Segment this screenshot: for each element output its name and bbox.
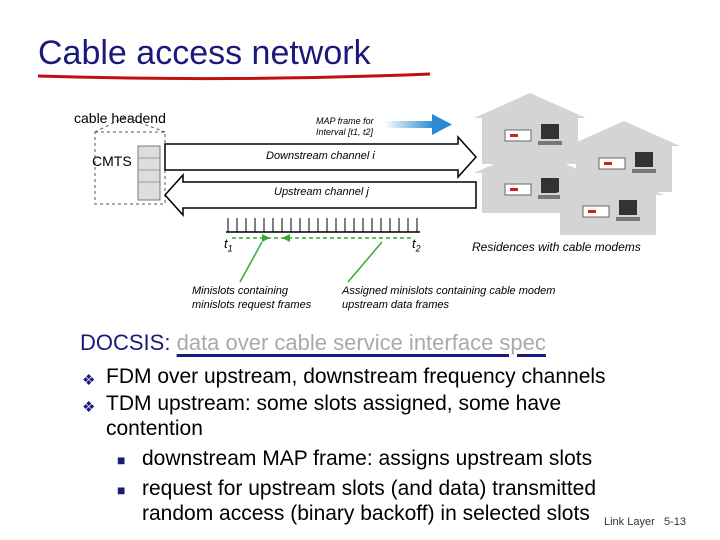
headend-box (94, 131, 166, 205)
square-bullet-icon: ■ (117, 482, 126, 498)
data-slots-pointer (347, 241, 383, 283)
slide-title: Cable access network (38, 34, 371, 72)
title-underline (37, 72, 431, 81)
minislot-timeline (226, 218, 420, 233)
minislots-request-line2: minislots request frames (192, 299, 312, 311)
docsis-line: DOCSIS: data over cable service interfac… (80, 330, 546, 356)
t1-text: t (224, 236, 228, 251)
square-bullet-icon: ■ (117, 452, 126, 468)
house-4 (552, 170, 664, 235)
map-arrow-shaft (384, 121, 434, 128)
headend-label: cable headend (74, 110, 166, 126)
sub-bullet-request-continued: random access (binary backoff) in select… (142, 502, 590, 525)
upstream-label: Upstream channel j (274, 186, 369, 198)
cmts-label: CMTS (92, 153, 132, 169)
residences-label: Residences with cable modems (472, 240, 641, 254)
assigned-minislots-line2: upstream data frames (342, 299, 449, 311)
downstream-arrow (164, 135, 478, 179)
docsis-heading: DOCSIS: (80, 330, 171, 355)
request-slots-pointer (239, 241, 263, 283)
bullet-fdm: FDM over upstream, downstream frequency … (106, 365, 606, 388)
sub-bullet-map-frame: downstream MAP frame: assigns upstream s… (142, 447, 593, 470)
upstream-arrow (163, 173, 477, 217)
map-frame-label-line2: Interval [t1, t2] (316, 127, 374, 137)
minislots-request-label: Minislots containing minislots request f… (192, 284, 311, 312)
bullet-marker-icon: ❖ (82, 372, 96, 389)
t2-subscript: 2 (415, 243, 421, 254)
map-frame-label-line1: MAP frame for (316, 116, 374, 126)
downstream-label: Downstream channel i (266, 150, 375, 162)
docsis-expansion: data over cable service interface spec (176, 330, 546, 355)
t2-label: t2 (412, 236, 421, 254)
assigned-minislots-label: Assigned minislots containing cable mode… (342, 284, 555, 312)
bullet-tdm: TDM upstream: some slots assigned, some … (106, 392, 562, 415)
t2-text: t (412, 236, 416, 251)
footer-label: Link Layer (604, 516, 655, 528)
cmts-rack (137, 145, 161, 201)
minislots-request-line1: Minislots containing (192, 285, 288, 297)
t1-label: t1 (224, 236, 233, 254)
map-frame-label: MAP frame for Interval [t1, t2] (316, 116, 374, 138)
sub-bullet-request: request for upstream slots (and data) tr… (142, 477, 597, 500)
bullet-tdm-continued: contention (106, 417, 203, 440)
page-number: 5-13 (664, 516, 687, 528)
map-arrow-head (432, 114, 452, 135)
bullet-marker-icon: ❖ (82, 399, 96, 416)
t1-subscript: 1 (227, 243, 233, 254)
cable-network-diagram (94, 93, 680, 283)
assigned-minislots-line1: Assigned minislots containing cable mode… (342, 285, 556, 297)
